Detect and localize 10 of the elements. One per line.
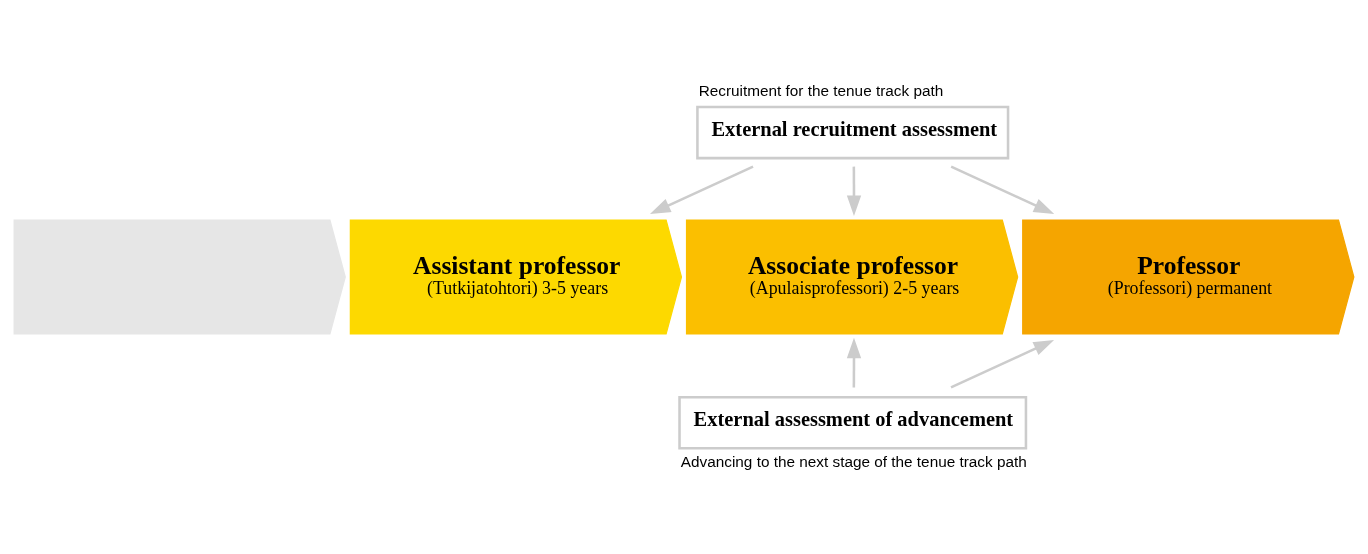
node-box: External assessment of advancement <box>678 395 1028 450</box>
arrow <box>846 337 862 388</box>
arrow <box>649 165 754 215</box>
arrow <box>846 166 862 216</box>
node-chevron <box>13 219 346 335</box>
node-label: Recruitment for the tenue track path <box>698 82 944 100</box>
arrow <box>950 165 1055 215</box>
node-box: External recruitment assessment <box>696 105 1010 160</box>
node-label: Advancing to the next stage of the tenue track path <box>680 452 1027 470</box>
arrow <box>950 340 1055 389</box>
